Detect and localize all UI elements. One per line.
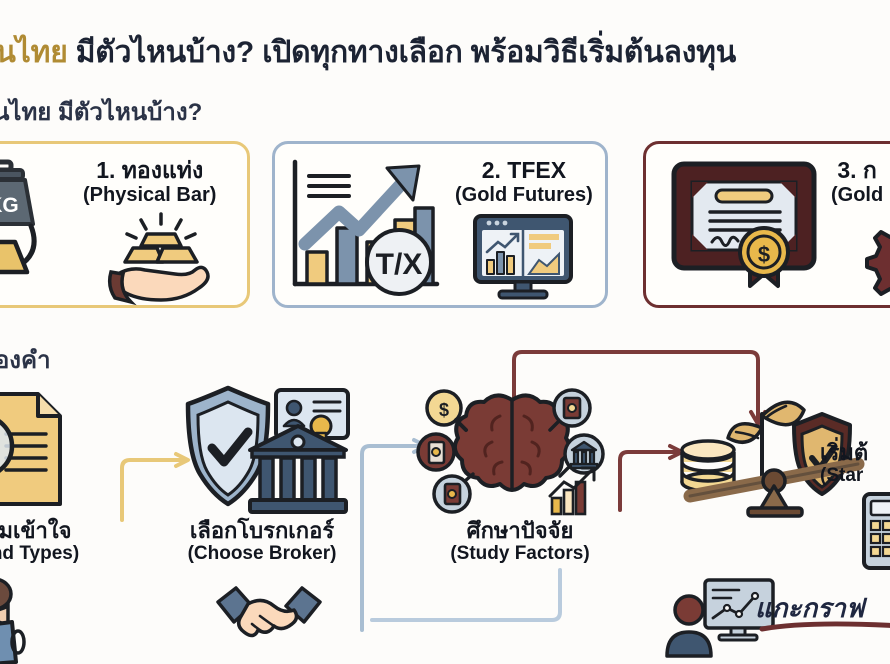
step-3-title-en: (Study Factors) [450,543,590,565]
step-2-label: เลือกโบรกเกอร์ (Choose Broker) [172,518,352,565]
hand-holding-gold-icon [107,212,241,307]
shield-check-icon [185,385,271,507]
card-1-title-en: (Physical Bar) [83,183,217,206]
study-factors-icons-group: $ [416,386,605,516]
connector-step3-step4 [618,444,684,512]
card-2-title-th: 2. TFEX [481,157,567,183]
card-3-title-en: (Gold [831,183,884,206]
plant-growth-icon [726,400,806,486]
brain-icon [452,393,572,492]
step-2-title-en: (Choose Broker) [187,543,337,565]
svg-text:$: $ [439,400,449,420]
balance-scale-icon [683,457,865,518]
step-1-label: มเข้าใจ nd Types) [0,518,140,565]
trading-monitor-icon [471,214,577,300]
svg-text:$: $ [758,242,770,267]
kg-weight-label: KG [0,194,19,217]
barrel-bottom-icon [432,472,475,514]
connector-step2-step3 [360,438,428,632]
card-1-title-th: 1. ทองแท่ง [96,157,204,183]
card-physical-bar[interactable]: KG 1. ทองแท่ง (Physical Bar) [0,141,250,308]
oil-barrel-left-icon [416,432,456,472]
step-4-title-en: (Star [820,465,864,487]
tfex-badge-label: T/X [376,248,423,281]
handshake-icon [214,582,324,648]
person-reading-icon [0,578,62,664]
start-investing-icons-group [680,388,882,518]
calculator-icon [862,492,890,572]
step-3-label: ศึกษาปัจจัย (Study Factors) [430,518,610,565]
step-1-title-en: nd Types) [0,543,80,565]
bar-chart-icon [548,466,596,516]
page-title-gold: องคำในไทย [0,36,68,69]
connector-side-blue [370,568,562,622]
card-gold-etf[interactable]: $ 3. ก (Gold $ [643,141,890,308]
connector-step1-step2 [120,452,190,522]
bank-building-icon [248,424,348,514]
card-3-label: 3. ก (Gold [831,157,884,206]
section-2-title: นลงทุนทองคำ [0,347,51,374]
step-4-title-th: เริ่มต้ [820,440,869,465]
tfex-badge-icon: T/X [363,226,435,298]
step-2-title-th: เลือกโบรกเกอร์ [189,518,335,543]
card-2-title-en: (Gold Futures) [455,183,593,206]
gold-bars-icon: KG [0,159,83,300]
page-title-dark: มีตัวไหนบ้าง? เปิดทุกทางเลือก พร้อมวิธีเ… [75,36,737,69]
analyst-monitor-icon [665,578,780,658]
step-4-label: เริ่มต้ (Star [820,440,890,487]
certificate-icon: $ [670,160,830,296]
brand-signature: แกะกราฟ [755,593,865,623]
brand-underline [759,621,890,632]
flow-connectors [120,350,767,632]
broker-icons-group [180,382,355,522]
page-subtitle: งคำในไทย มีตัวไหนบ้าง? [0,99,203,126]
oil-barrel-icon [548,388,592,432]
card-3-title-th: 3. ก [837,157,877,183]
dollar-magnifier-icon: $ [425,389,468,432]
page-title: องคำในไทย มีตัวไหนบ้าง? เปิดทุกทางเลือก … [0,36,890,71]
gear-dollar-icon: $ [864,222,890,308]
step-3-title-th: ศึกษาปัจจัย [466,518,574,543]
card-1-label: 1. ทองแท่ง (Physical Bar) [83,157,217,206]
step-1-title-th: มเข้าใจ [0,518,72,543]
card-tfex[interactable]: T/X 2. TFEX (Gold Futures) [272,141,608,308]
bank-circle-icon [558,433,605,478]
document-magnifier-icon [0,390,78,510]
card-2-label: 2. TFEX (Gold Futures) [455,157,593,206]
